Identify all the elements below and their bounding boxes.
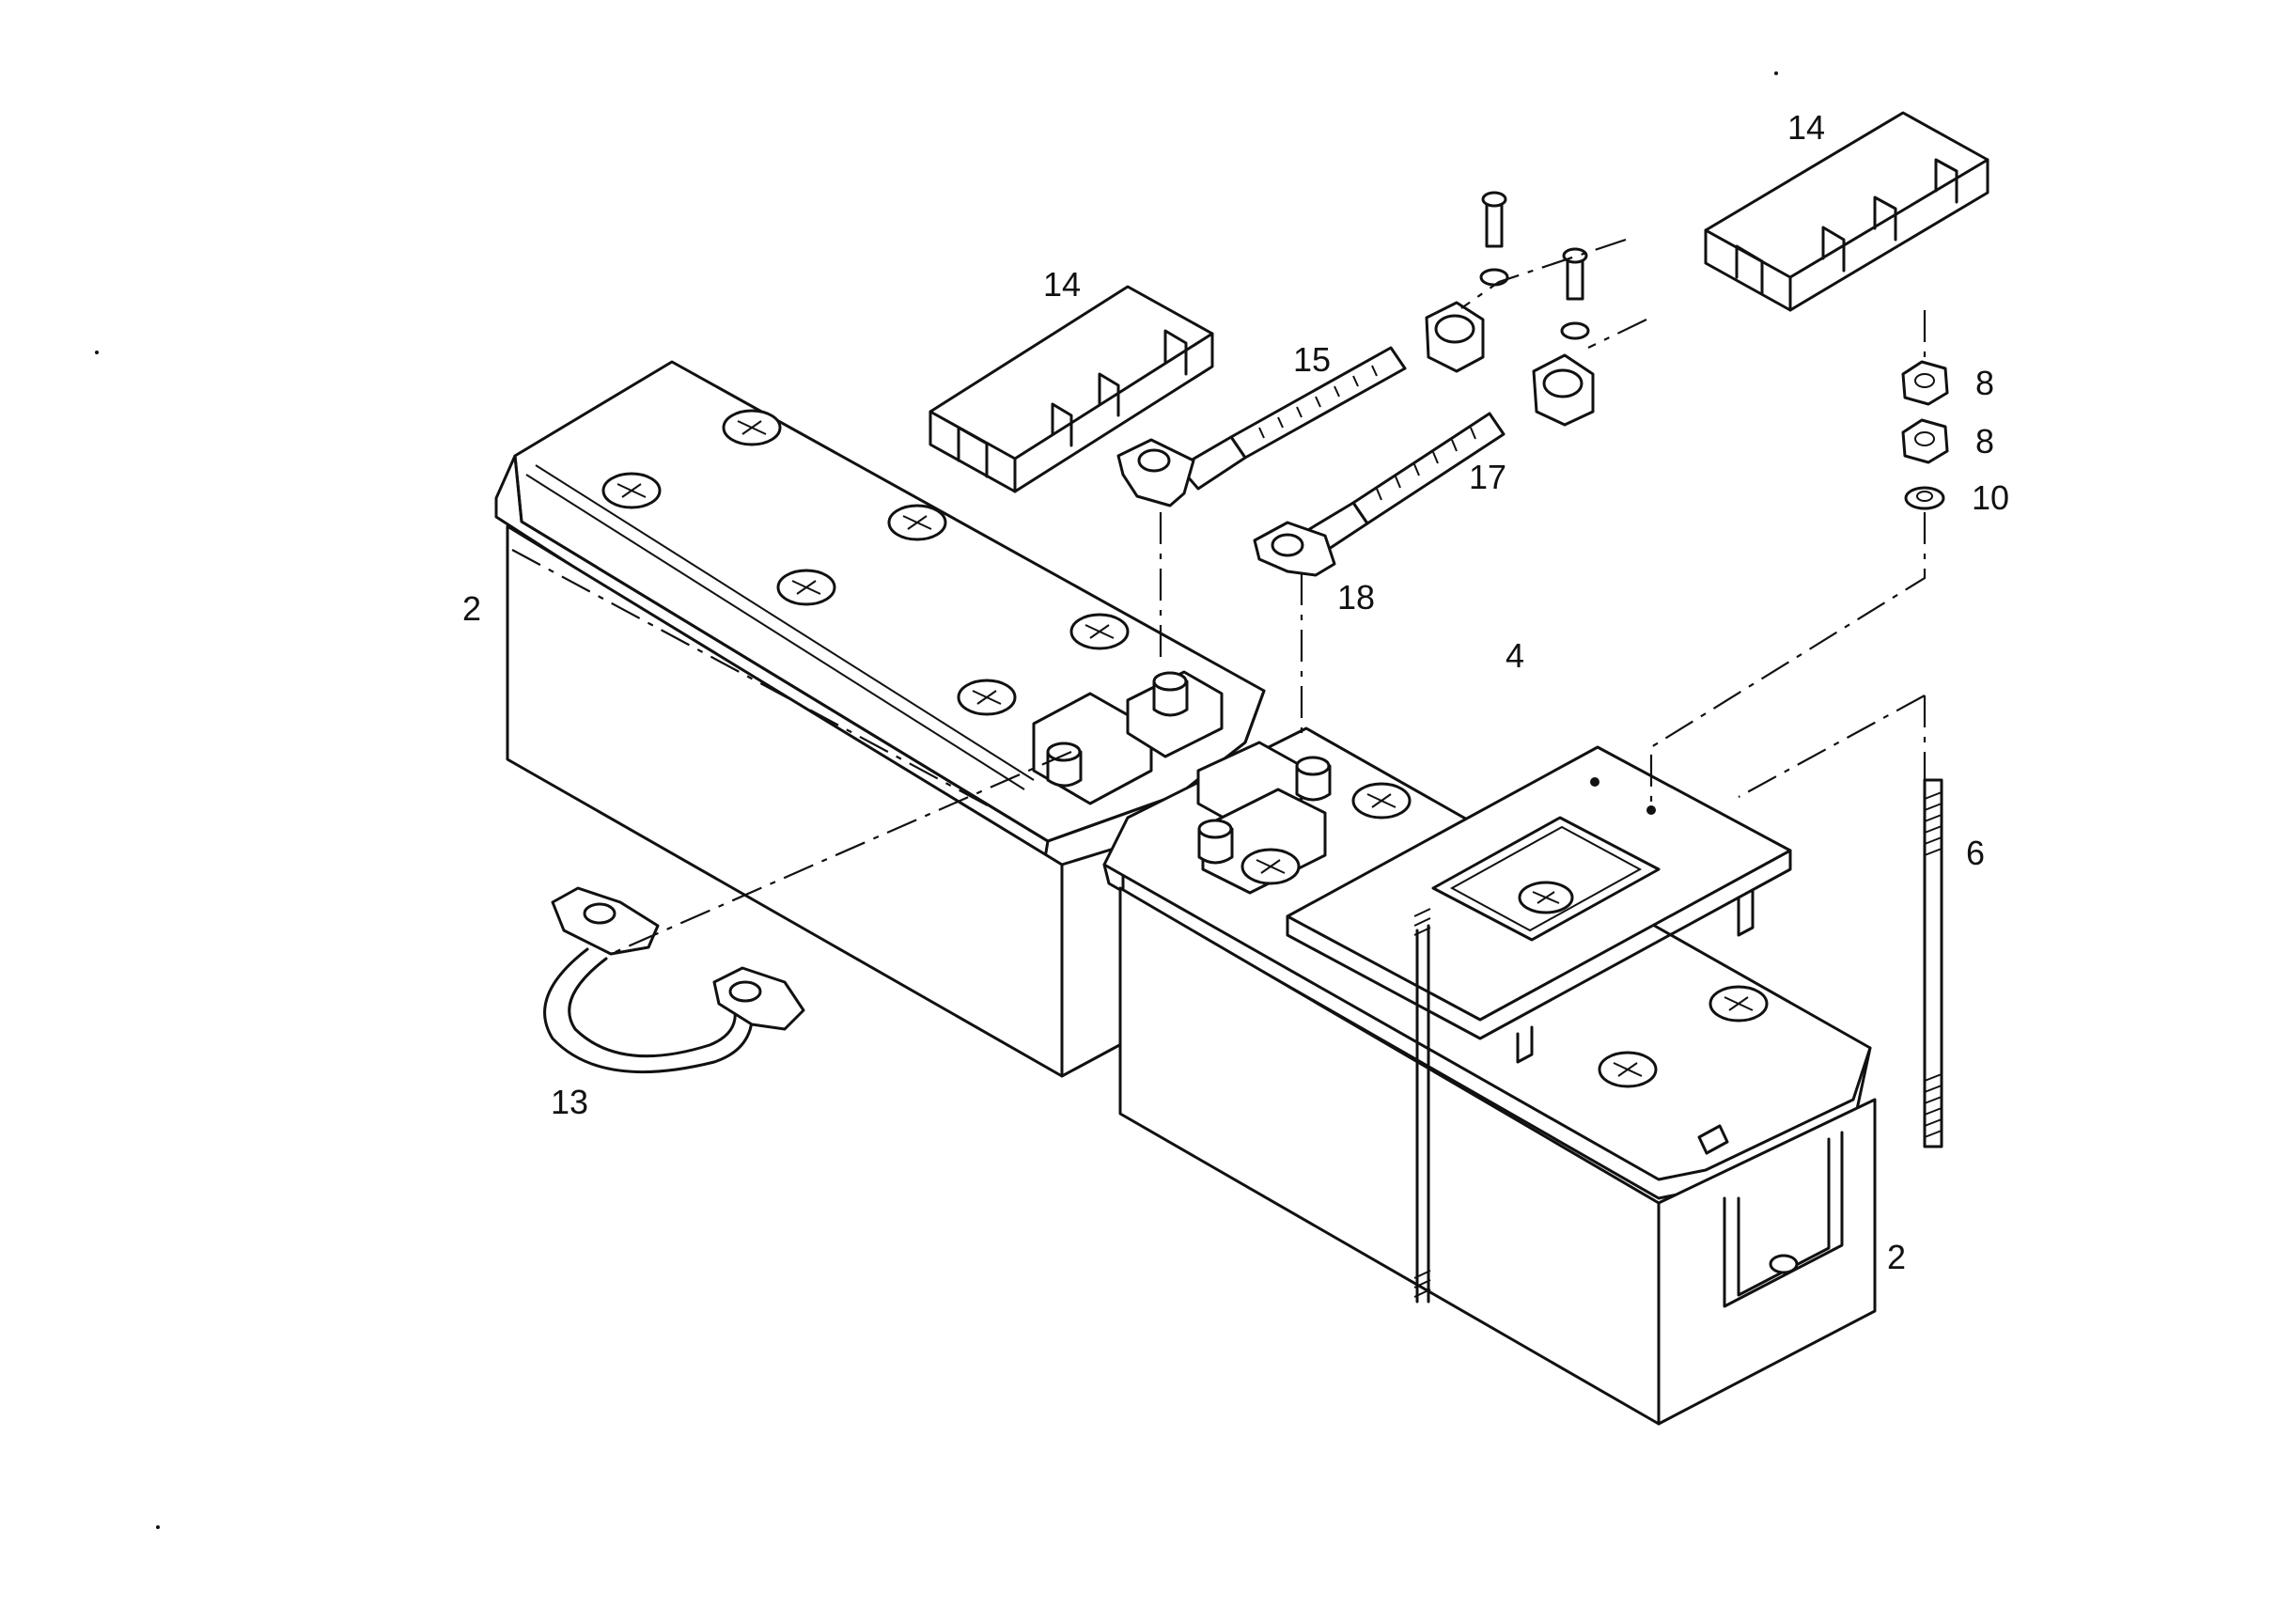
callout-terminal-18: 18: [1337, 578, 1375, 617]
vent-cap-icon: [722, 409, 782, 446]
callout-cable-17: 17: [1469, 458, 1506, 496]
callout-bridge-cable: 13: [551, 1083, 588, 1121]
callout-right-battery: 2: [1887, 1238, 1906, 1276]
clamp-plate: [1286, 745, 1792, 1304]
cable-15: [1116, 346, 1407, 508]
nut-upper: [1901, 360, 1949, 406]
terminal-cover-right: [1704, 111, 1989, 312]
callout-cable-15: 15: [1293, 340, 1331, 379]
vent-cap-icon: [887, 504, 947, 541]
callout-clamp-plate: 4: [1506, 636, 1524, 675]
assembly-guide-lines: [511, 238, 1927, 956]
cable-clamp-upper: [1425, 191, 1509, 373]
threaded-rod: [1923, 778, 1943, 1148]
callout-terminal-cover-left: 14: [1043, 265, 1081, 304]
terminal-post: [1295, 756, 1332, 802]
callout-nut-upper: 8: [1975, 364, 1994, 402]
vent-cap-icon: [1708, 985, 1769, 1023]
terminal-post: [1046, 742, 1083, 788]
cable-clamp-lower: [1532, 247, 1595, 427]
vent-cap-icon: [1069, 613, 1130, 650]
callout-nut-lower: 8: [1975, 422, 1994, 461]
vent-cap-icon: [601, 472, 662, 509]
washer: [1904, 486, 1945, 510]
vent-cap-icon: [1518, 881, 1574, 914]
callout-washer: 10: [1972, 478, 2009, 517]
callout-labels: 2 2 4 6 8 8 10 13 14 14 15 17 18: [462, 108, 2009, 1276]
vent-cap-icon: [776, 569, 836, 606]
vent-cap-icon: [1351, 782, 1412, 820]
callout-terminal-cover-right: 14: [1787, 108, 1825, 147]
vent-cap-icon: [1240, 848, 1301, 885]
vent-cap-icon: [957, 679, 1017, 716]
terminal-cover-left: [928, 285, 1214, 493]
vent-cap-icon: [1598, 1051, 1658, 1088]
callout-threaded-rod: 6: [1966, 834, 1985, 872]
callout-left-battery: 2: [462, 589, 481, 628]
terminal-18: [1253, 521, 1336, 577]
nut-lower: [1901, 418, 1949, 464]
bridge-cable: [543, 886, 805, 1074]
left-battery: [494, 360, 1266, 1078]
terminal-post: [1152, 671, 1189, 717]
terminal-post: [1197, 819, 1234, 865]
